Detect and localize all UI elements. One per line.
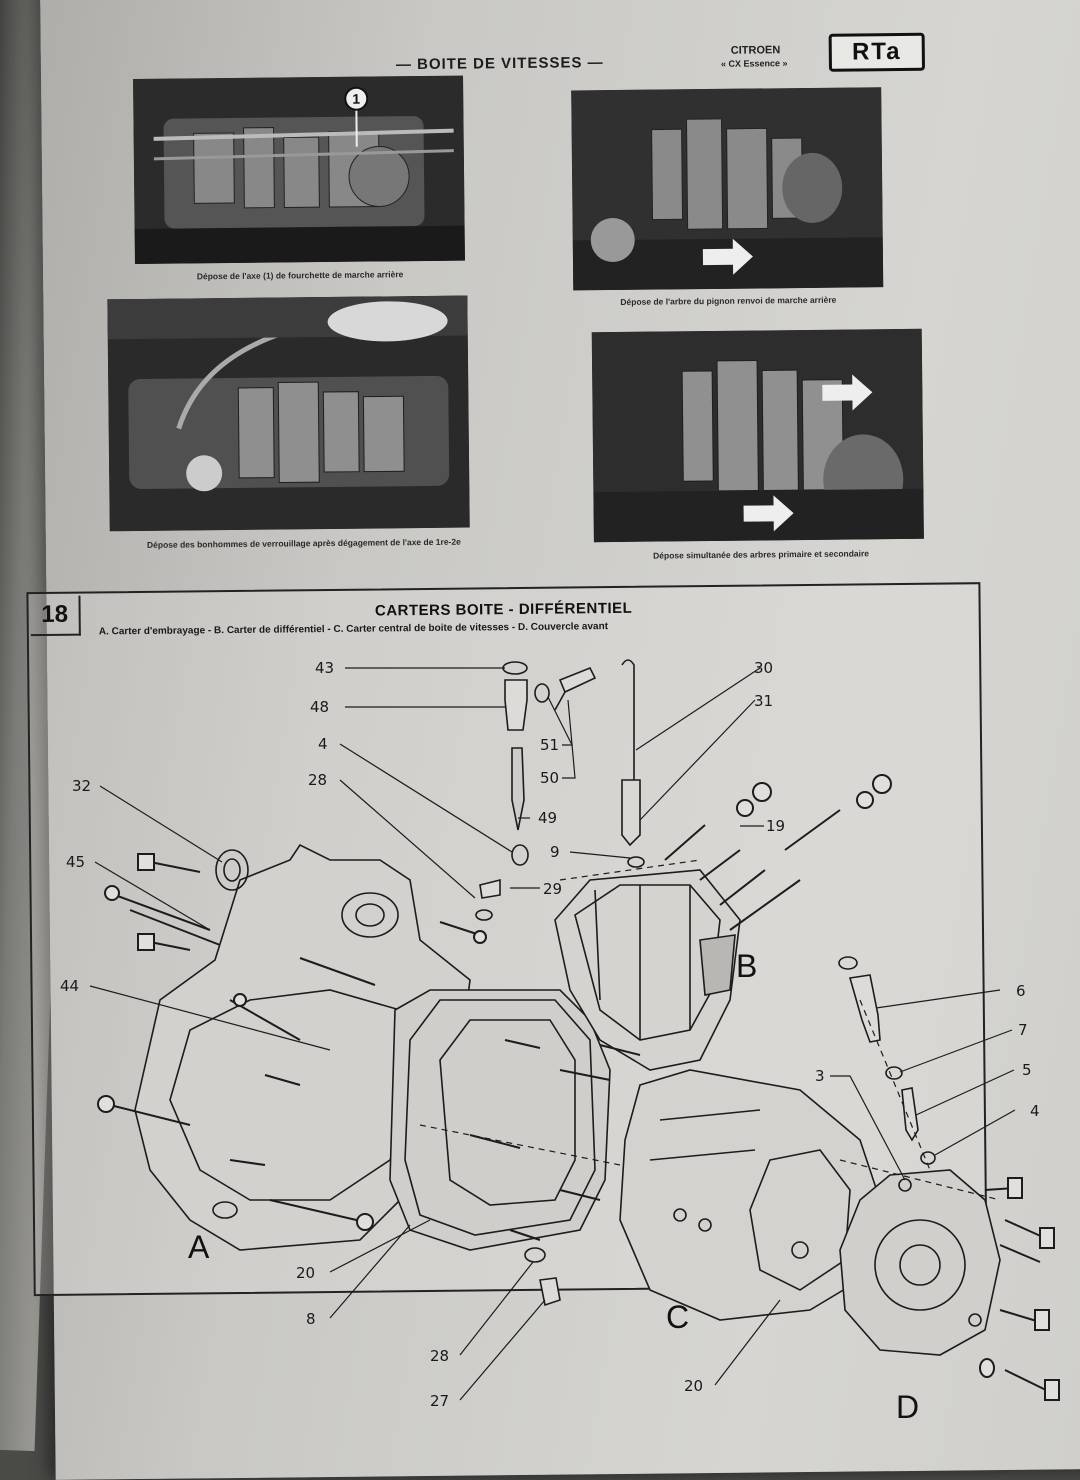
part-label: 5 — [1022, 1061, 1032, 1079]
part-label: 4 — [1030, 1102, 1040, 1120]
part-label: 49 — [538, 809, 557, 827]
case-letter-b: B — [736, 948, 757, 984]
part-label: 8 — [306, 1310, 316, 1328]
part-label: 29 — [543, 880, 562, 898]
part-label: 30 — [754, 659, 773, 677]
part-label: 31 — [754, 692, 773, 710]
exploded-diagram: 43 48 4 32 28 45 44 51 50 49 9 29 30 31 … — [0, 0, 1080, 1440]
part-label: 43 — [315, 659, 334, 677]
part-label: 20 — [296, 1264, 315, 1282]
part-label: 9 — [550, 843, 560, 861]
part-label: 3 — [815, 1067, 825, 1085]
case-letter-a: A — [188, 1229, 210, 1265]
case-letter-d: D — [896, 1389, 919, 1425]
part-label: 48 — [310, 698, 329, 716]
part-label: 6 — [1016, 982, 1026, 1000]
part-label: 27 — [430, 1392, 449, 1410]
part-label: 4 — [318, 735, 328, 753]
part-label: 7 — [1018, 1021, 1028, 1039]
part-label: 51 — [540, 736, 559, 754]
case-letter-c: C — [666, 1299, 689, 1335]
part-label: 50 — [540, 769, 559, 787]
part-label: 28 — [430, 1347, 449, 1365]
part-label: 45 — [66, 853, 85, 871]
part-label: 20 — [684, 1377, 703, 1395]
part-label: 32 — [72, 777, 91, 795]
part-label: 19 — [766, 817, 785, 835]
part-label: 44 — [60, 977, 79, 995]
part-label: 28 — [308, 771, 327, 789]
